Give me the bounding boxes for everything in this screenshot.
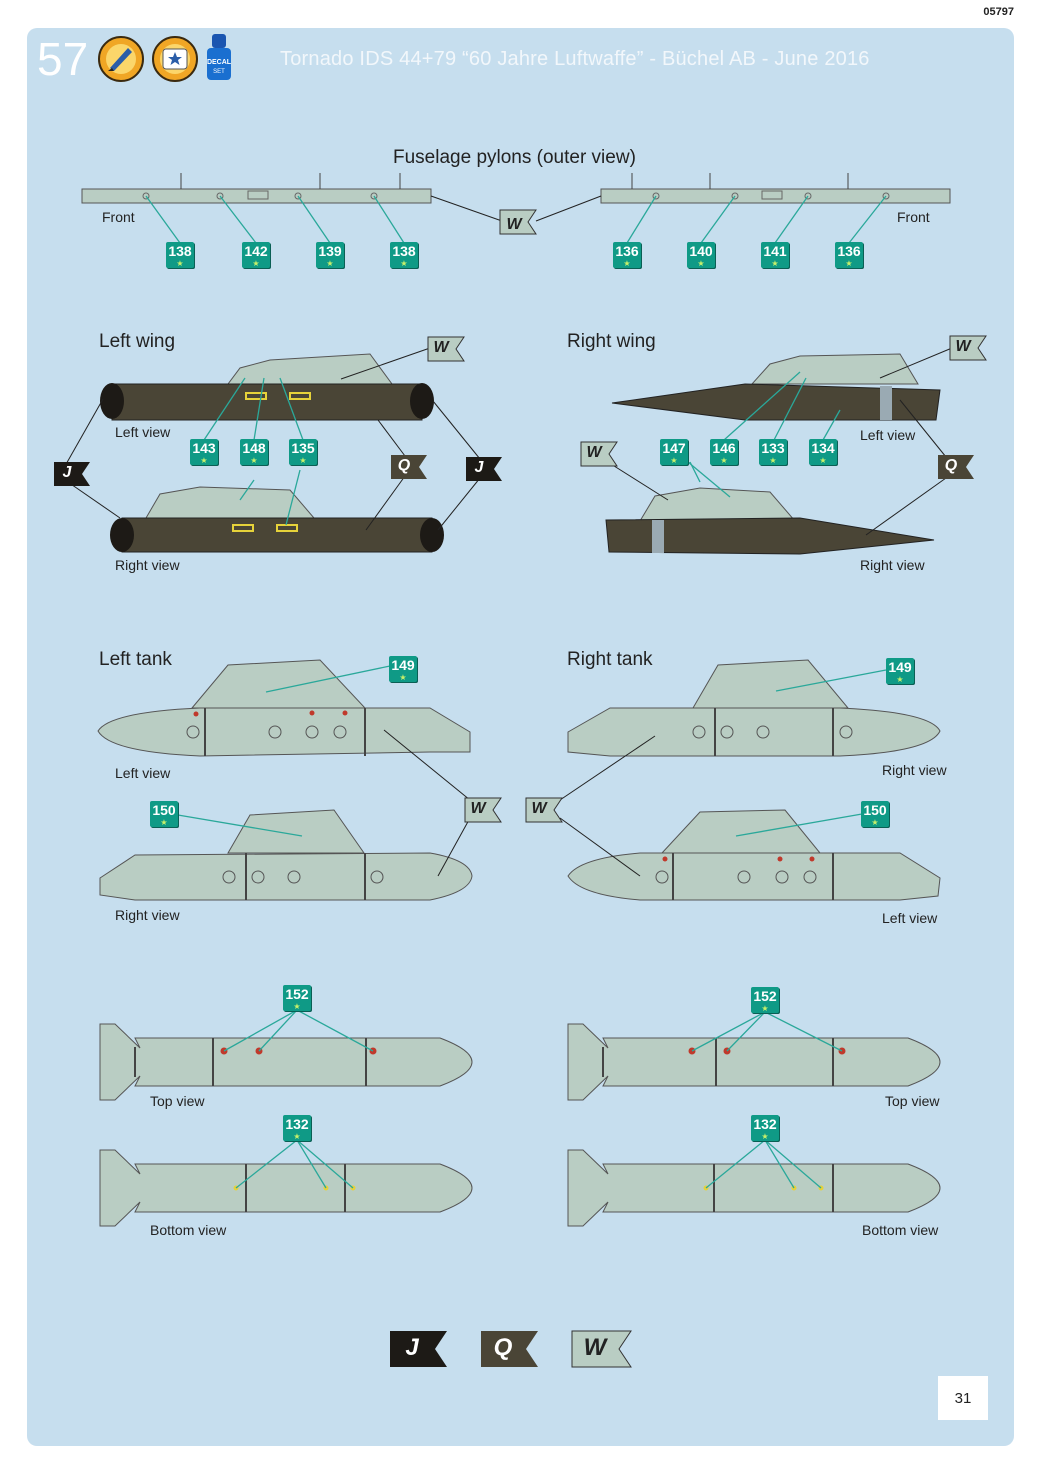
decal-number-badge: 143: [190, 439, 218, 465]
bomb-left-top: [99, 1023, 473, 1101]
step-number: 57: [37, 33, 89, 85]
bomb-right-bottom: [567, 1149, 941, 1227]
decal-number-badge: 150: [150, 801, 178, 827]
right-tank-right-view-label: Right view: [882, 762, 947, 778]
decal-number-badge: 134: [809, 439, 837, 465]
left-tank-label: Left tank: [99, 649, 172, 670]
page-title: Tornado IDS 44+79 “60 Jahre Luftwaffe” -…: [280, 48, 870, 70]
right-wing-right-view: [605, 487, 935, 555]
fuselage-pylons-label: Fuselage pylons (outer view): [393, 147, 636, 168]
left-wing-left-view-label: Left view: [115, 424, 171, 440]
svg-text:W: W: [506, 216, 523, 233]
left-wing-label: Left wing: [99, 331, 176, 352]
paint-flag-W-pylons: W: [499, 209, 537, 235]
paint-flag-W: W: [525, 797, 563, 823]
decal-number-badge: 147: [660, 439, 688, 465]
left-wing-left-view: [100, 353, 434, 421]
paint-flag-W: W: [464, 797, 502, 823]
right-wing-left-view-label: Left view: [860, 427, 916, 443]
right-tank-left-view: [567, 809, 941, 901]
page-number: 31: [938, 1376, 988, 1420]
decal-number-badge: 141: [761, 242, 789, 268]
paint-flag-J: J: [53, 461, 90, 486]
bomb-left-bottom: [99, 1149, 473, 1227]
right-wing-left-view: [611, 353, 941, 421]
decal-number-badge: 135: [289, 439, 317, 465]
decal-number-badge: 146: [710, 439, 738, 465]
brush-icon: [98, 36, 144, 82]
decal-number-badge: 142: [242, 242, 270, 268]
paint-flag-W: W: [427, 336, 465, 362]
paint-flag-W: W: [580, 441, 618, 467]
decal-number-badge: 150: [861, 801, 889, 827]
decal-number-badge: 140: [687, 242, 715, 268]
paint-flag-W: W: [949, 335, 987, 361]
legend-paint-J: J: [389, 1330, 447, 1367]
right-wing-right-view-label: Right view: [860, 557, 925, 573]
bomb-right-bottom-view-label: Bottom view: [862, 1222, 939, 1238]
decal-number-badge: 136: [835, 242, 863, 268]
decal-star-icon: [152, 36, 198, 82]
decal-number-badge: 138: [166, 242, 194, 268]
paint-flag-J: J: [465, 456, 502, 481]
decal-number-badge: 148: [240, 439, 268, 465]
right-tank-label: Right tank: [567, 649, 653, 670]
bomb-left-top-view-label: Top view: [150, 1093, 205, 1109]
decal-number-badge: 149: [886, 658, 914, 684]
decal-number-badge: 149: [389, 656, 417, 682]
bomb-right-top: [567, 1023, 941, 1101]
decal-number-badge: 152: [751, 987, 779, 1013]
front-label-right: Front: [897, 209, 930, 225]
decal-number-badge: 139: [316, 242, 344, 268]
svg-text:DECAL: DECAL: [207, 59, 232, 66]
right-tank-right-view: [567, 659, 941, 757]
right-wing-label: Right wing: [567, 331, 656, 352]
decal-number-badge: 132: [751, 1115, 779, 1141]
decal-number-badge: 133: [759, 439, 787, 465]
decal-number-badge: 132: [283, 1115, 311, 1141]
left-tank-right-view: [99, 809, 473, 901]
product-code: 05797: [983, 6, 1014, 18]
bomb-right-top-view-label: Top view: [885, 1093, 940, 1109]
left-tank-left-view: [97, 659, 471, 757]
left-tank-left-view-label: Left view: [115, 765, 171, 781]
right-tank-left-view-label: Left view: [882, 910, 938, 926]
decal-number-badge: 138: [390, 242, 418, 268]
left-wing-right-view: [110, 486, 444, 553]
legend-paint-W: W: [571, 1330, 632, 1368]
fuselage-pylon-left: [81, 173, 432, 204]
left-tank-right-view-label: Right view: [115, 907, 180, 923]
front-label-left: Front: [102, 209, 135, 225]
legend-paint-Q: Q: [480, 1330, 538, 1367]
decal-number-badge: 136: [613, 242, 641, 268]
bomb-left-bottom-view-label: Bottom view: [150, 1222, 227, 1238]
paint-flag-Q: Q: [390, 454, 427, 479]
svg-text:SET: SET: [213, 69, 225, 75]
decal-solution-icon: DECAL SET: [205, 34, 233, 82]
left-wing-right-view-label: Right view: [115, 557, 180, 573]
fuselage-pylon-right: [600, 173, 951, 204]
paint-flag-Q: Q: [937, 454, 974, 479]
decal-number-badge: 152: [283, 985, 311, 1011]
